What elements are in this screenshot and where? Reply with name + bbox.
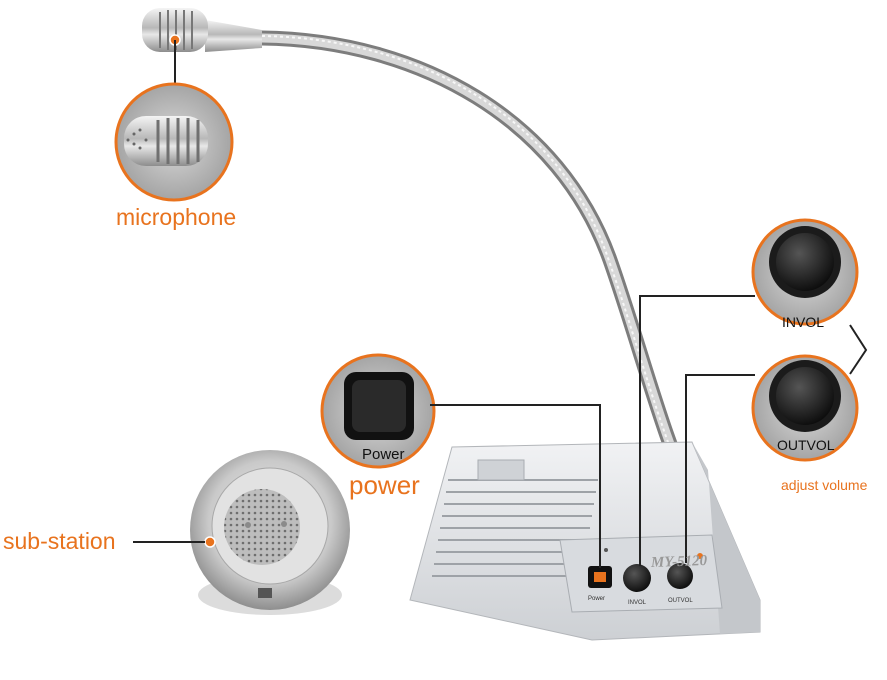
outvol-text: OUTVOL <box>777 437 835 453</box>
power-button-inset <box>320 353 601 568</box>
model-number: MY-5120 <box>650 553 708 571</box>
panel-label-invol: INVOL <box>628 600 647 606</box>
invol-knob-inset <box>639 218 859 566</box>
power-label: power <box>349 470 420 500</box>
gooseneck-microphone <box>142 8 708 528</box>
invol-text: INVOL <box>782 314 825 330</box>
sub-station <box>133 450 350 615</box>
panel-label-power: Power <box>588 596 606 602</box>
volume-bracket <box>849 324 868 375</box>
outvol-knob-inset <box>685 354 859 563</box>
panel-label-outvol: OUTVOL <box>668 598 693 604</box>
microphone-inset <box>114 40 234 202</box>
main-station-body <box>409 441 761 641</box>
sub-station-label: sub-station <box>3 528 116 554</box>
power-button-text: Power <box>362 446 405 463</box>
microphone-label: microphone <box>116 204 237 230</box>
adjust-volume-label: adjust volume <box>781 477 868 493</box>
